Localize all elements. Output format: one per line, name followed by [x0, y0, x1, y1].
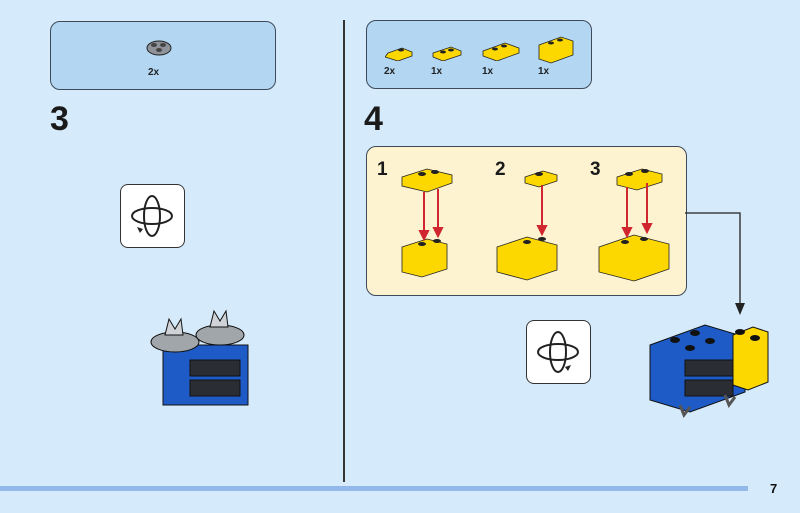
part-qty: 2x	[384, 66, 396, 77]
part-qty: 1x	[431, 66, 443, 77]
step-number-4: 4	[364, 100, 383, 138]
step-3-model-illustration	[150, 309, 249, 406]
substep-illustrations	[401, 168, 670, 282]
yellow-brick-1x2-icon	[538, 36, 574, 64]
part-qty: 2x	[148, 67, 160, 78]
substeps-box: 1 2 3	[366, 146, 687, 296]
page-number: 7	[770, 481, 778, 496]
substep-number: 3	[590, 159, 601, 180]
part-qty: 1x	[482, 66, 494, 77]
parts-list-step-3: 2x	[50, 21, 276, 90]
step-4-model-illustration	[649, 324, 769, 419]
substep-number: 2	[495, 159, 506, 180]
yellow-clip-plate-icon	[385, 47, 413, 61]
rotate-model-icon	[526, 320, 591, 384]
connector-arrow	[685, 212, 745, 315]
rotate-model-icon	[120, 184, 185, 248]
substep-number: 1	[377, 159, 388, 180]
part-qty: 1x	[538, 66, 550, 77]
parts-list-step-4: 2x 1x 1x 1x	[366, 20, 592, 89]
page-divider	[343, 20, 345, 482]
footer-bar	[0, 486, 748, 491]
yellow-plate-1x2-icon	[432, 46, 462, 61]
yellow-plate-with-bar-icon	[482, 42, 520, 61]
step-number-3: 3	[50, 100, 69, 138]
gray-round-plate-with-clips-icon	[146, 40, 172, 56]
